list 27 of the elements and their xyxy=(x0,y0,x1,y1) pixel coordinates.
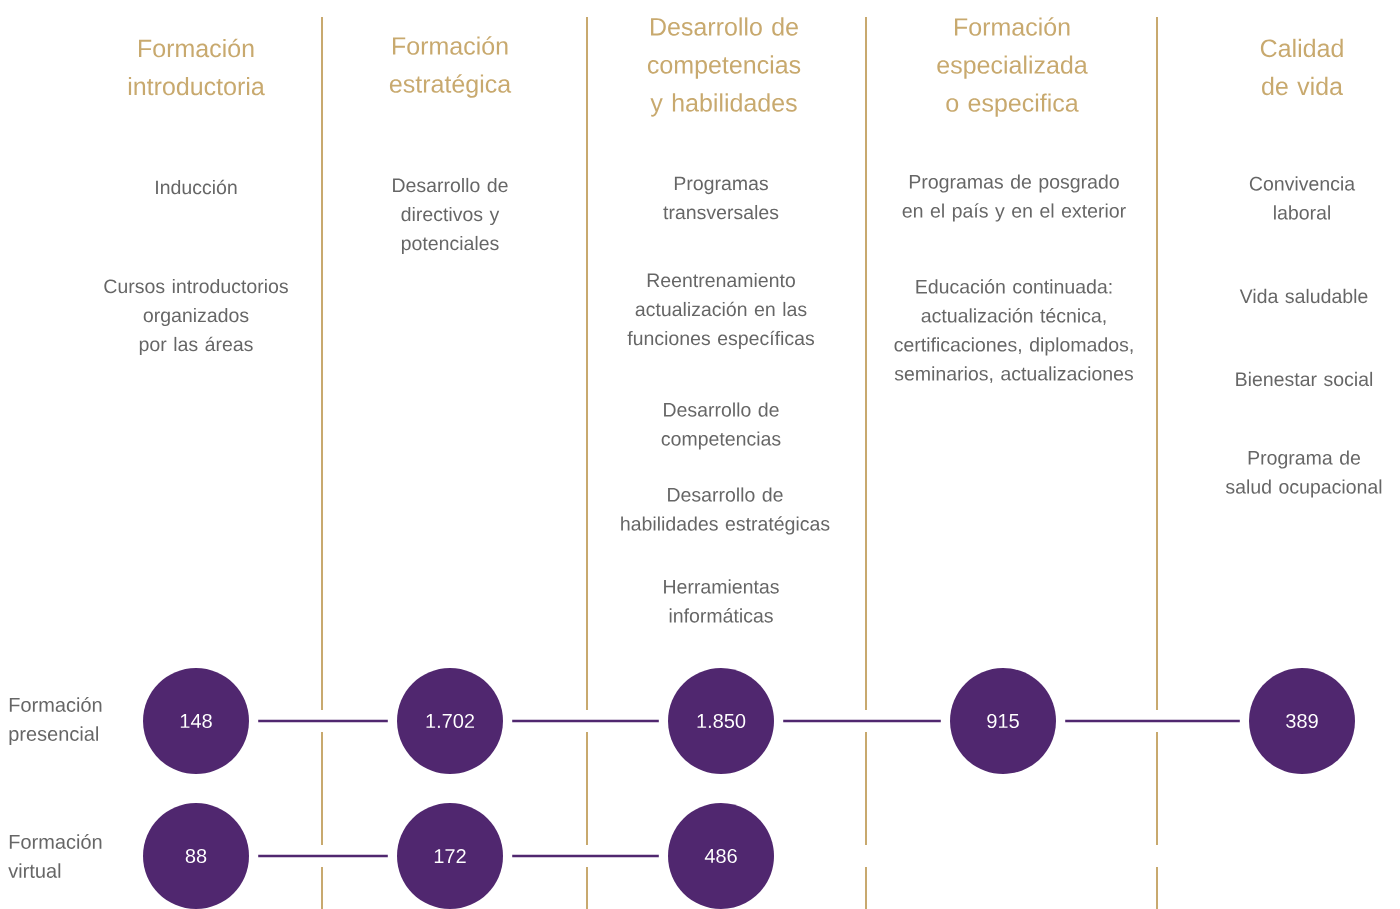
item-text: Desarrollo de directivos y potenciales xyxy=(393,177,508,255)
item-text: Programas transversales xyxy=(663,176,779,220)
column-heading: Calidad de vida xyxy=(1260,38,1343,96)
item-text: Inducción xyxy=(156,179,237,195)
item-text: Programa de salud ocupacional xyxy=(1225,450,1382,498)
connector-line xyxy=(783,719,941,723)
item-text: Reentrenamiento actualización en las funciones específicas xyxy=(627,272,815,350)
column-heading: Formación introductoria xyxy=(128,38,265,96)
connector-line xyxy=(258,719,388,723)
item-text: Cursos introductorios organizados por las áreas xyxy=(104,278,288,356)
row-label: Formación presencial xyxy=(9,697,102,745)
row-label: Formación virtual xyxy=(8,834,102,878)
connector-line xyxy=(258,854,388,858)
item-text: Herramientas informáticas xyxy=(664,579,779,623)
item-text: Bienestar social xyxy=(1236,371,1373,387)
connector-line xyxy=(512,719,659,723)
item-text: Desarrollo de competencias xyxy=(661,402,781,450)
item-text: Programas de posgrado en el país y en el exterior xyxy=(902,174,1126,222)
column-heading: Formación estratégica xyxy=(389,36,512,98)
item-text: Convivencia laboral xyxy=(1249,176,1356,220)
column-heading: Desarrollo de competencias y habilidades xyxy=(647,17,801,117)
item-text: Desarrollo de habilidades estratégicas xyxy=(621,487,830,535)
item-text: Vida saludable xyxy=(1239,288,1368,304)
column-heading: Formación especializada o especifica xyxy=(937,17,1088,117)
connector-line xyxy=(512,854,659,858)
item-text: Educación continuada: actualización técnica, certificaciones, diplomados, seminarios, actualizaciones xyxy=(894,279,1133,383)
connector-line xyxy=(1065,719,1240,723)
